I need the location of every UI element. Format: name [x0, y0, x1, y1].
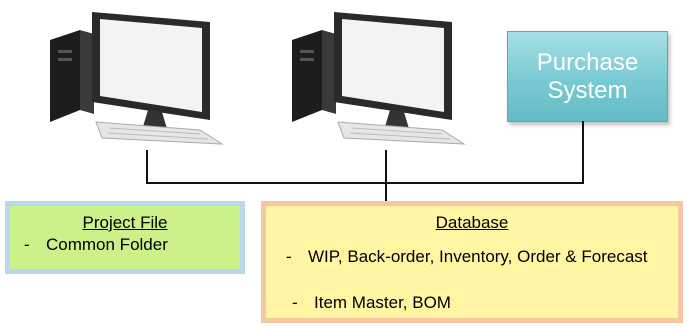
- connector-drop-computer-1: [146, 150, 148, 184]
- database-item-1: -WIP, Back-order, Inventory, Order & For…: [286, 247, 648, 266]
- project-file-item: -Common Folder: [24, 235, 168, 254]
- project-file-item-text: Common Folder: [46, 235, 168, 254]
- computer-1-icon: [50, 12, 224, 145]
- purchase-system-label-line1: Purchase: [536, 48, 639, 76]
- database-item-1-text: WIP, Back-order, Inventory, Order & Fore…: [308, 247, 648, 266]
- connector-drop-computer-2: [385, 150, 387, 184]
- database-box: Database -WIP, Back-order, Inventory, Or…: [261, 201, 683, 323]
- computer-2-icon: [292, 12, 466, 145]
- purchase-system-box: Purchase System: [507, 31, 668, 122]
- project-file-title: Project File: [82, 213, 168, 232]
- connector-drop-purchase-system: [582, 121, 584, 184]
- database-title: Database: [435, 213, 509, 232]
- purchase-system-label-line2: System: [547, 76, 628, 104]
- database-item-2: -Item Master, BOM: [292, 293, 451, 312]
- database-item-2-text: Item Master, BOM: [314, 293, 451, 312]
- project-file-box: Project File -Common Folder: [5, 201, 245, 274]
- connector-bus: [146, 182, 584, 184]
- connector-to-database: [385, 182, 387, 202]
